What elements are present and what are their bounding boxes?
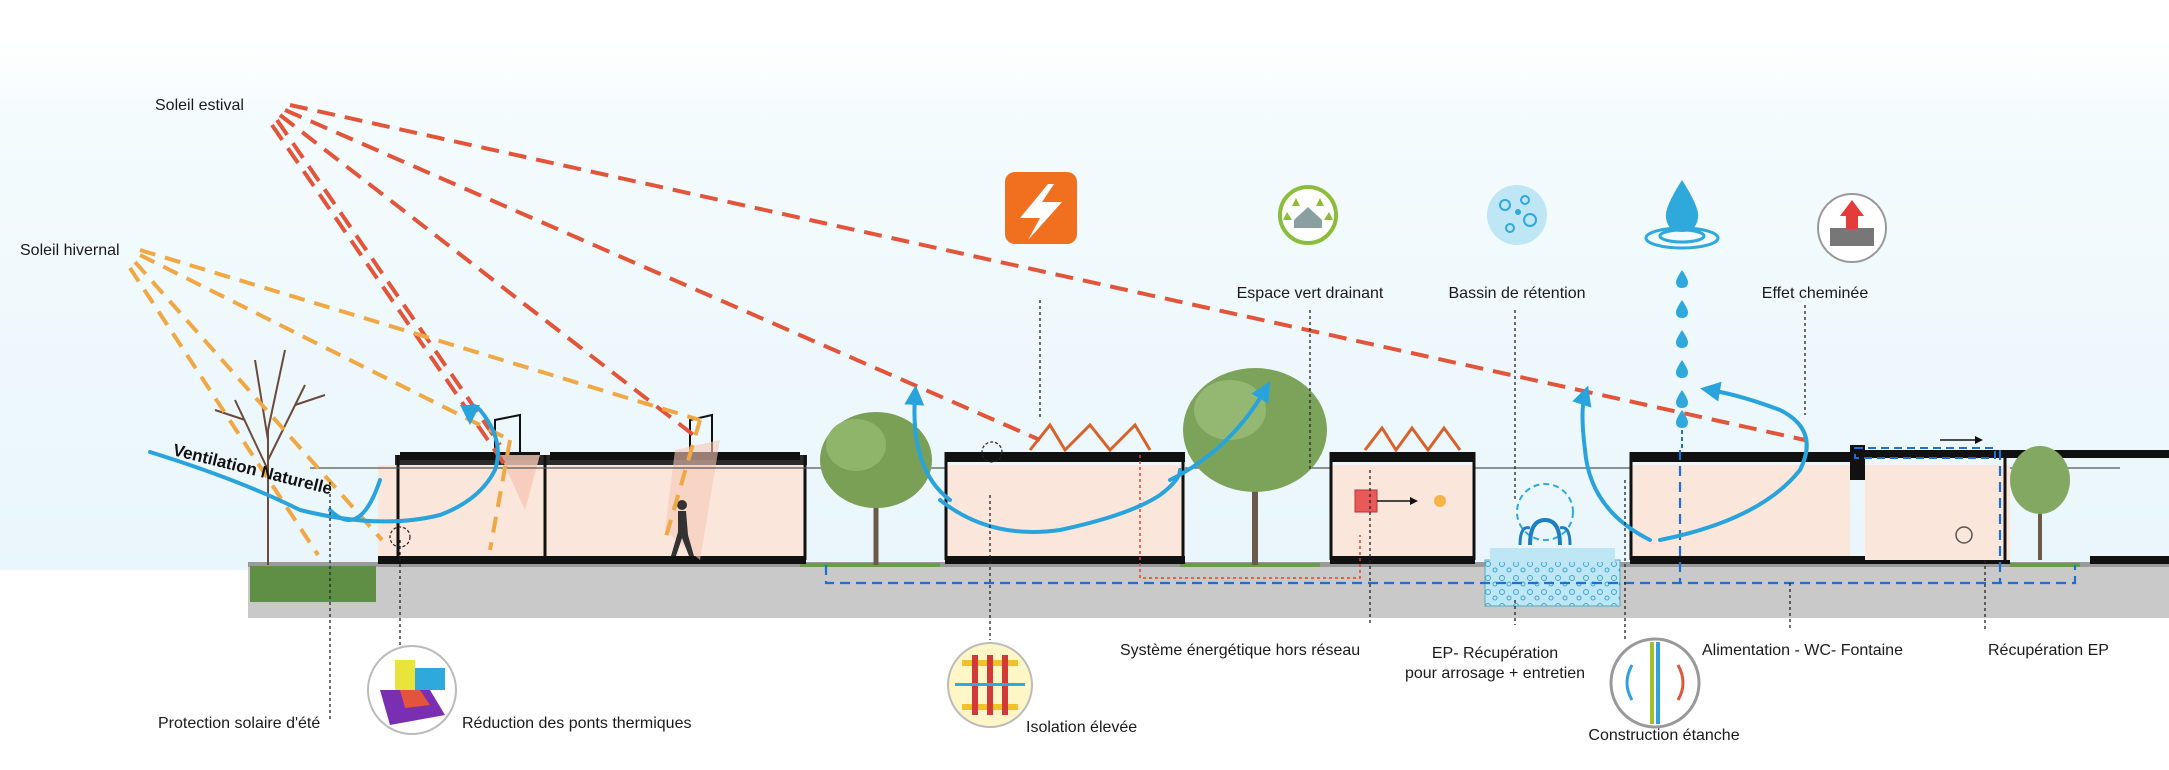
label-systeme-energetique: Système énergétique hors réseau	[1120, 642, 1361, 659]
rain-drops	[1676, 270, 1688, 428]
retention-basin-icon	[1487, 185, 1547, 245]
label-soleil-estival: Soleil estival	[155, 97, 244, 114]
detail-circle	[981, 441, 1003, 463]
label-recuperation-ep: Récupération EP	[1988, 642, 2109, 659]
label-protection-solaire: Protection solaire d'été	[158, 715, 321, 732]
label-espace-vert: Espace vert drainant	[1236, 285, 1384, 302]
building-3	[1329, 425, 1476, 564]
winter-sun-rays	[128, 248, 702, 557]
person-figure	[671, 500, 694, 556]
ground	[248, 562, 2169, 618]
lamp-icon	[1434, 495, 1446, 507]
building-4	[1629, 436, 2169, 564]
label-construction-etanche: Construction étanche	[1588, 727, 1740, 744]
red-dotted-lines	[1139, 455, 1361, 579]
detail-circle	[389, 526, 411, 548]
bare-tree	[214, 349, 326, 565]
insulation-icon	[947, 642, 1033, 728]
green-space-icon	[1278, 185, 1338, 245]
energy-system-box	[1354, 489, 1378, 513]
fountain-icon	[1528, 517, 1562, 546]
grass-patch	[250, 566, 376, 602]
label-ponts-thermiques: Réduction des ponts thermiques	[462, 715, 692, 732]
thermal-bridge-icon	[367, 645, 457, 735]
waterproof-construction-icon	[1609, 637, 1701, 729]
tree-2	[1183, 368, 1327, 565]
airflow-arrows	[148, 381, 1809, 542]
label-alimentation: Alimentation - WC- Fontaine	[1702, 642, 1903, 659]
lightning-icon	[1005, 172, 1077, 244]
label-effet-cheminee: Effet cheminée	[1761, 285, 1869, 302]
tree-3	[2010, 446, 2070, 560]
building-2	[944, 422, 1185, 564]
chimney-effect-icon	[1817, 193, 1887, 263]
label-ep-recuperation-2: pour arrosage + entretien	[1404, 665, 1586, 682]
tree-1	[820, 412, 932, 565]
label-ep-recuperation-1: EP- Récupération	[1431, 645, 1559, 662]
label-isolation: Isolation élevée	[1026, 719, 1138, 736]
label-soleil-hivernal: Soleil hivernal	[20, 242, 120, 259]
water-drop-icon	[1644, 180, 1720, 250]
label-bassin: Bassin de rétention	[1448, 285, 1586, 302]
sensor-icon	[1955, 526, 1973, 544]
leader-lines	[329, 300, 1986, 720]
water-pipes	[824, 450, 2077, 585]
